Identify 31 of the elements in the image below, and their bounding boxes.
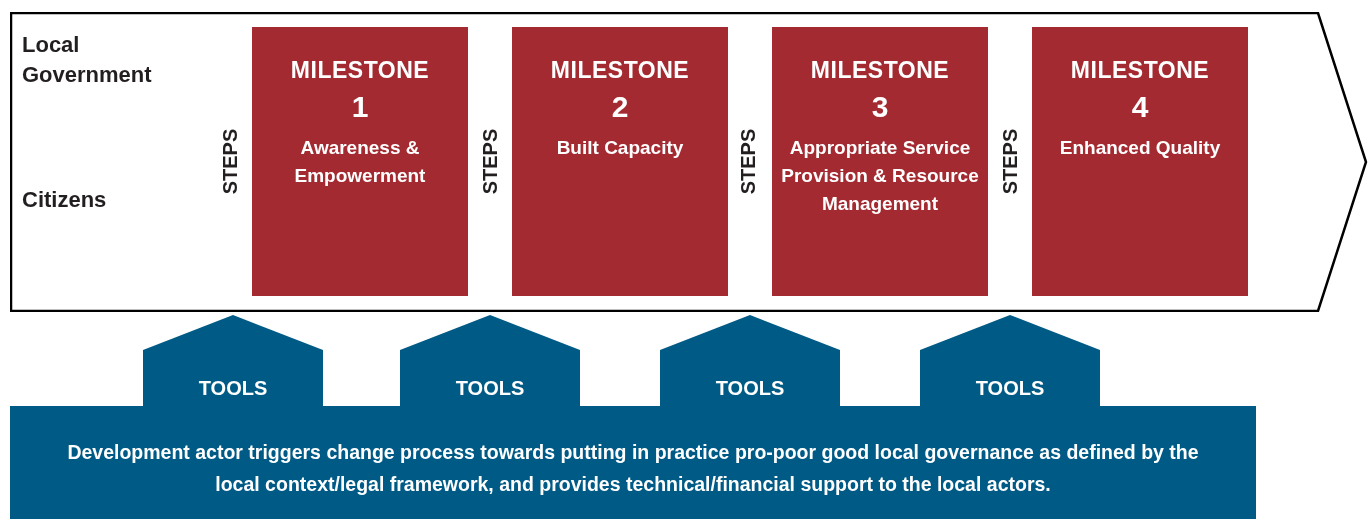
- milestone-title: Enhanced Quality: [1058, 136, 1222, 160]
- milestone-box: [252, 27, 468, 296]
- steps-label: STEPS: [736, 127, 760, 197]
- milestone-title: Built Capacity: [555, 136, 685, 160]
- chevron-band: [10, 12, 1368, 312]
- tools-tab: [660, 315, 840, 406]
- milestone-title: Appropriate Service Provision & Resource Management: [780, 136, 980, 216]
- steps-label: STEPS: [478, 127, 502, 197]
- tools-tab: [143, 315, 323, 406]
- tab-label: TOOLS: [454, 376, 526, 401]
- milestone-title: Awareness & Empowerment: [293, 136, 427, 188]
- milestone-number: 1: [350, 90, 370, 124]
- milestone-box: [1032, 27, 1248, 296]
- milestone-number: 2: [610, 90, 630, 124]
- tools-tab: [920, 315, 1100, 406]
- tab-label: TOOLS: [714, 376, 786, 401]
- tab-label: TOOLS: [197, 376, 269, 401]
- milestone-number: 4: [1130, 90, 1150, 124]
- milestone-number: 3: [870, 90, 890, 124]
- milestone-box: [772, 27, 988, 296]
- row-label: Citizens: [22, 186, 108, 214]
- milestone-heading: MILESTONE: [809, 57, 951, 84]
- tools-tab: [400, 315, 580, 406]
- steps-label: STEPS: [998, 127, 1022, 197]
- milestone-heading: MILESTONE: [549, 57, 691, 84]
- milestone-heading: MILESTONE: [289, 57, 431, 84]
- row-label: Local Government: [22, 31, 153, 89]
- tab-label: TOOLS: [974, 376, 1046, 401]
- milestone-box: [512, 27, 728, 296]
- steps-label: STEPS: [218, 127, 242, 197]
- milestone-heading: MILESTONE: [1069, 57, 1211, 84]
